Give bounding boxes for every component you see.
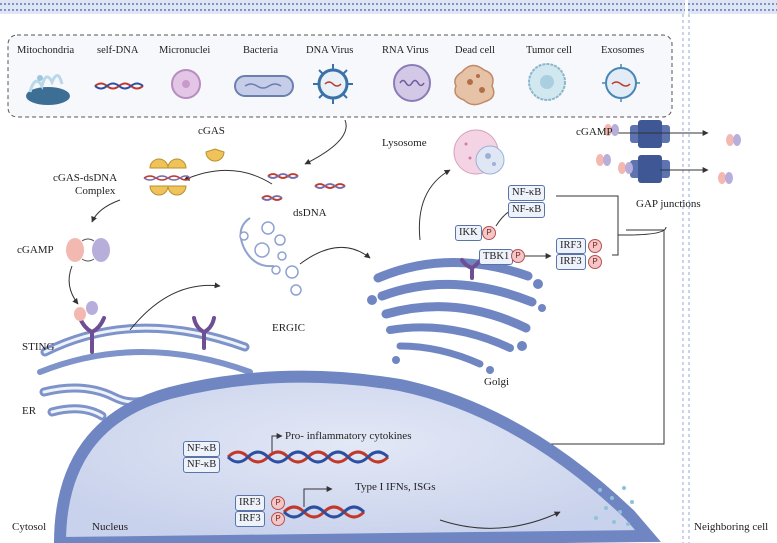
lysosome-icon [453,129,505,175]
source-label-tumor-cell: Tumor cell [526,45,572,56]
self-dna-icon [94,82,144,90]
label-pro-inflammatory: Pro- inflammatory cytokines [285,430,412,442]
source-label-self-dna: self-DNA [97,45,139,56]
secreted-ifn-particles [594,486,634,526]
micronuclei-icon [171,69,201,99]
ikk-label: IKK [459,227,478,238]
cell-membrane [0,0,685,14]
connector-nfkb-out [556,195,619,236]
exosomes-icon [602,64,640,102]
label-sting: STING [22,341,55,353]
nucleus-nfkb-box-1: NF-κB [183,441,221,457]
label-er: ER [22,405,37,417]
nucleus-irf3-label-2: IRF3 [239,513,261,524]
label-cgas-complex-1: cGAS-dsDNA [53,172,118,184]
nucleus-irf3-box-2: IRF3 [235,511,265,527]
label-cgas: cGAS [198,125,225,137]
arrow-er-to-ergic [129,282,221,331]
nucleus-nfkb-box-2: NF-κB [183,457,221,473]
arrow-sources-to-dsdna [304,119,347,165]
dna-helix-cytokines [226,450,390,464]
gap-cgamp-molecules [596,124,741,184]
bacteria-icon [234,75,294,97]
irf3-phospho-2: P [588,255,602,269]
nucleus-nfkb-label-1: NF-κB [187,443,217,454]
irf3-label-2: IRF3 [560,256,582,267]
arrow-transcription-cytokines [271,433,283,452]
dsdna-fragments [261,173,346,201]
label-gap-junctions: GAP junctions [636,198,701,210]
tbk1-box: TBK1 [479,249,514,265]
label-type1-ifns: Type I IFNs, ISGs [355,481,436,493]
sting-dimer-inactive [192,316,216,350]
ikk-phospho: P [482,226,496,240]
nucleus-nfkb-label-2: NF-κB [187,459,217,470]
label-nucleus: Nucleus [92,521,129,533]
sting-bound-cgamp-left [74,307,86,321]
label-lysosome: Lysosome [382,137,427,149]
sting-bound-cgamp-right [86,301,98,315]
intercellular-membrane [682,14,690,543]
label-cgas-complex-2: Complex [75,185,116,197]
source-label-exosomes: Exosomes [601,45,645,56]
golgi-apparatus [373,258,537,368]
arrow-cgamp-to-sting [68,265,79,305]
label-gap-cgamp: cGAMP [576,126,613,138]
arrow-complex-to-cgamp [91,199,121,223]
connector-irf3-out [612,226,667,256]
rna-virus-icon [393,64,431,102]
source-label-bacteria: Bacteria [243,45,278,56]
source-label-dead-cell: Dead cell [455,45,495,56]
source-label-mitochondria: Mitochondria [17,45,75,56]
cgamp-molecule [66,238,110,262]
label-cytosol: Cytosol [12,521,47,533]
irf3-box-1: IRF3 [556,238,586,254]
arrow-to-nucleus [457,229,665,447]
label-dsdna: dsDNA [293,207,327,219]
nfkb-label-2: NF-κB [512,204,542,215]
dna-helix-ifns [282,505,366,519]
arrow-secretion [439,511,561,529]
neighboring-cell-membrane [688,0,777,14]
irf3-box-2: IRF3 [556,254,586,270]
nucleus-irf3-label-1: IRF3 [239,497,261,508]
source-label-dna-virus: DNA Virus [306,45,354,56]
nfkb-label-1: NF-κB [512,187,542,198]
nucleus-irf3-phospho-2: P [271,512,285,526]
nucleus-irf3-box-1: IRF3 [235,495,265,511]
arrow-transcription-ifns [303,486,333,507]
arrow-ergic-to-golgi [299,246,371,265]
nucleus-irf3-phospho-1: P [271,496,285,510]
ergic-vesicles [239,217,302,296]
gap-junction-channels [630,120,670,183]
dead-cell-icon [454,64,495,106]
source-label-micronuclei: Micronuclei [159,45,211,56]
tbk1-phospho: P [511,249,525,263]
dna-virus-icon [313,64,353,104]
irf3-phospho-1: P [588,239,602,253]
golgi-vesicles [367,279,546,374]
arrow-dsdna-to-complex [183,170,273,185]
irf3-label-1: IRF3 [560,240,582,251]
source-label-rna-virus: RNA Virus [382,45,429,56]
label-golgi: Golgi [484,376,510,388]
tbk1-label: TBK1 [483,251,510,262]
cgas-dsdna-complex [143,158,191,196]
nfkb-box-2: NF-κB [508,202,546,218]
arrow-golgi-to-lysosome [418,169,451,241]
cgas-enzyme [205,148,225,162]
label-cgamp: cGAMP [17,244,54,256]
tumor-cell-icon [528,63,566,101]
mitochondria-icon [26,74,70,105]
nfkb-box-1: NF-κB [508,185,546,201]
ikk-box: IKK [455,225,482,241]
label-ergic: ERGIC [272,322,305,334]
label-neighboring-cell: Neighboring cell [694,521,769,533]
